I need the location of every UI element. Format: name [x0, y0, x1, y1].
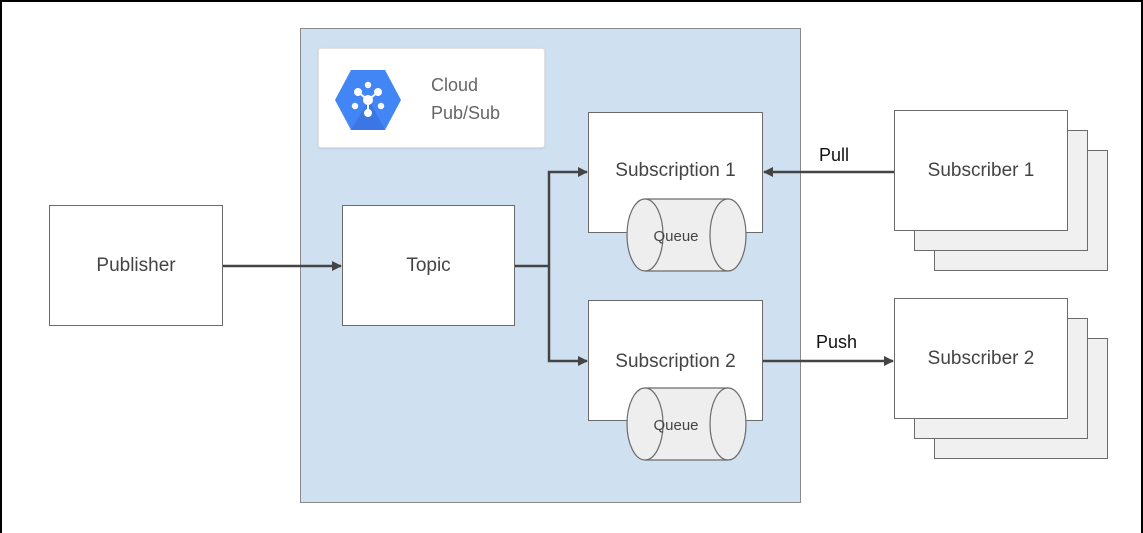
- subscription-1-label: Subscription 1: [615, 160, 736, 181]
- subscriber-2-label: Subscriber 2: [927, 347, 1035, 369]
- subscriber-1-label: Subscriber 1: [927, 159, 1035, 181]
- subscriber-2-box: Subscriber 2: [894, 298, 1068, 419]
- publisher-label: Publisher: [96, 254, 176, 276]
- brand-line-1: Cloud: [431, 75, 479, 95]
- topic-box: Topic: [342, 205, 515, 326]
- fork-to-subscription-1-arrow: [547, 167, 588, 266]
- pull-label: Pull: [819, 145, 850, 165]
- queue-1-cylinder: Queue: [626, 198, 747, 272]
- subscriber-1-box: Subscriber 1: [894, 110, 1068, 231]
- queue-2-cylinder: Queue: [626, 387, 747, 461]
- queue-2-label: Queue: [653, 417, 698, 434]
- pubsub-brand-card: Cloud Pub/Sub: [318, 48, 545, 148]
- brand-title: Cloud Pub/Sub: [431, 71, 500, 127]
- brand-line-2: Pub/Sub: [431, 103, 501, 123]
- pubsub-hexagon-icon: [335, 70, 401, 130]
- push-label: Push: [816, 332, 858, 352]
- publisher-box: Publisher: [49, 205, 223, 326]
- topic-label: Topic: [406, 254, 451, 276]
- queue-1-label: Queue: [653, 228, 698, 245]
- subscription-2-label: Subscription 2: [615, 351, 736, 372]
- fork-to-subscription-2-arrow: [547, 266, 588, 366]
